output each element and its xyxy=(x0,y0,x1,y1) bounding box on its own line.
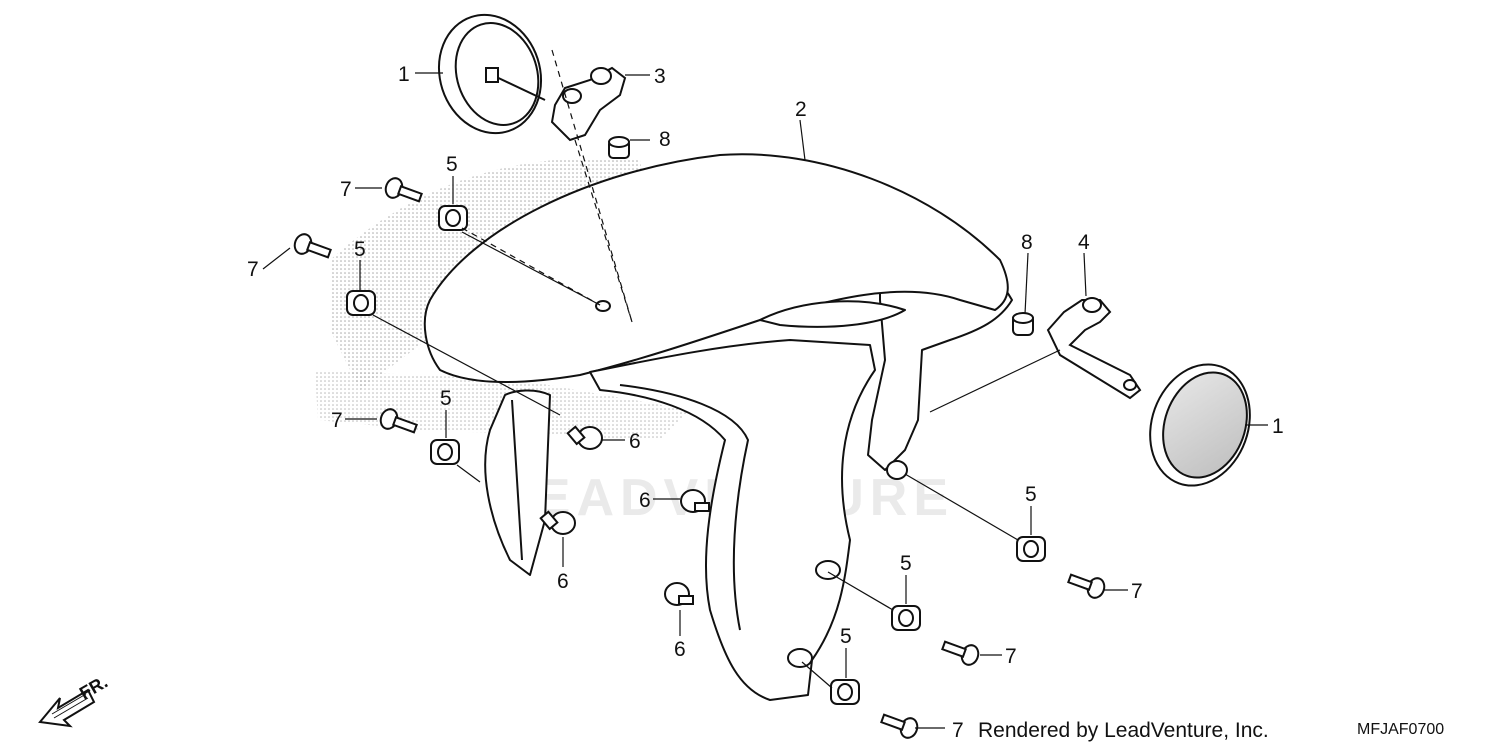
callout-label: 6 xyxy=(639,489,651,512)
callout-label: 3 xyxy=(654,65,666,88)
callout-label: 7 xyxy=(1131,580,1143,603)
reflector-left xyxy=(437,13,546,135)
callout-label: 1 xyxy=(1272,415,1284,438)
callout-labels: 1 1 2 3 4 5 5 5 5 5 5 6 6 6 6 7 7 7 7 7 … xyxy=(247,63,1284,742)
callout-label: 5 xyxy=(446,153,458,176)
callout-label: 5 xyxy=(840,625,852,648)
callout-label: 5 xyxy=(354,238,366,261)
grommets xyxy=(346,205,1046,705)
leader-lines xyxy=(262,72,1268,729)
front-direction-arrow: FR. xyxy=(38,672,111,728)
clips xyxy=(539,425,710,606)
callout-label: 8 xyxy=(659,128,671,151)
nut-8-right xyxy=(1012,312,1034,336)
callout-label: 5 xyxy=(1025,483,1037,506)
callout-label: 7 xyxy=(1005,645,1017,668)
callout-label: 2 xyxy=(795,98,807,121)
callout-label: 7 xyxy=(952,719,964,742)
diagram-code: MFJAF0700 xyxy=(1357,721,1445,738)
callout-label: 1 xyxy=(398,63,410,86)
callout-label: 7 xyxy=(340,178,352,201)
front-fender xyxy=(423,153,1013,701)
callout-label: 7 xyxy=(331,409,343,432)
callout-label: 6 xyxy=(629,430,641,453)
nut-8-top xyxy=(608,136,630,159)
callout-label: 5 xyxy=(900,552,912,575)
reflector-right xyxy=(1149,363,1251,487)
screws xyxy=(293,177,1106,739)
credit-text: Rendered by LeadVenture, Inc. xyxy=(978,719,1269,742)
callout-label: 7 xyxy=(247,258,259,281)
callout-label: 5 xyxy=(440,387,452,410)
callout-label: 4 xyxy=(1078,231,1090,254)
callout-label: 6 xyxy=(557,570,569,593)
bracket-3 xyxy=(550,66,627,142)
callout-label: 6 xyxy=(674,638,686,661)
callout-label: 8 xyxy=(1021,231,1033,254)
assembly-lines xyxy=(461,49,633,323)
bracket-4 xyxy=(1046,297,1142,400)
